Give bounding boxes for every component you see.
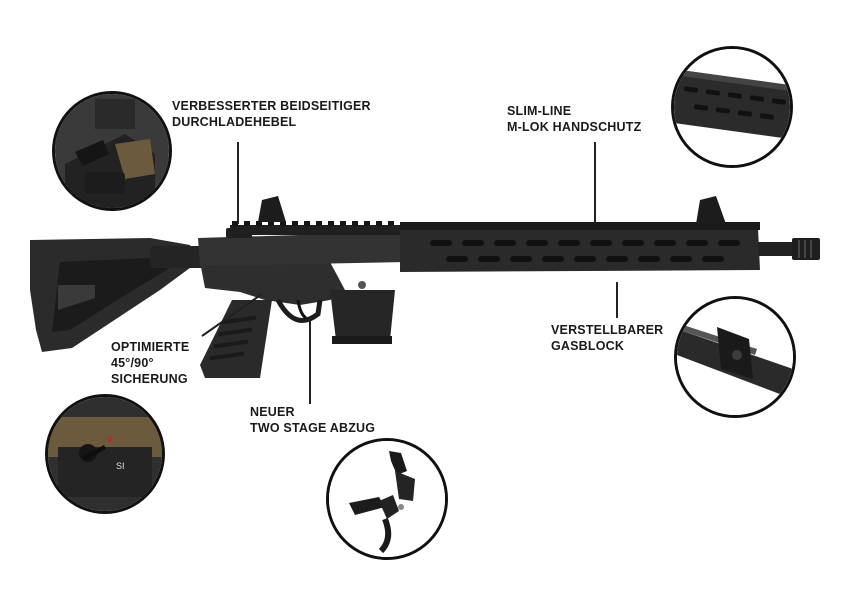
safety-selector-detail-icon: SI	[48, 397, 162, 511]
charging-handle-detail-icon	[55, 94, 169, 208]
buffer-tube	[150, 246, 210, 268]
svg-text:SI: SI	[116, 461, 125, 471]
trigger-group-detail-icon	[329, 441, 445, 557]
safety-label-line2: 45°/90°	[111, 356, 154, 370]
gas-block-label-line2: GASBLOCK	[551, 339, 625, 353]
trigger-label-line1: NEUER	[250, 405, 295, 419]
charging-handle-label-line1: VERBESSERTER BEIDSEITIGER	[172, 99, 371, 113]
safety-label-line3: SICHERUNG	[111, 372, 188, 386]
handguard-leader-line	[594, 142, 596, 224]
safety-detail-circle: SI	[45, 394, 165, 514]
safety-label-line1: OPTIMIERTE	[111, 340, 190, 354]
charging-handle-label: VERBESSERTER BEIDSEITIGER DURCHLADEHEBEL	[172, 98, 371, 130]
handguard-detail-circle	[671, 46, 793, 168]
upper-receiver	[198, 232, 408, 266]
handguard-label-line1: SLIM-LINE	[507, 104, 572, 118]
gas-block-label: VERSTELLBARER GASBLOCK	[551, 322, 663, 354]
mlok-rail-detail-icon	[674, 49, 790, 165]
gas-block-detail-circle	[674, 296, 796, 418]
trigger-leader-line	[309, 318, 311, 404]
rear-sight	[258, 196, 286, 222]
trigger-label: NEUER TWO STAGE ABZUG	[250, 404, 375, 436]
gas-block-label-line1: VERSTELLBARER	[551, 323, 664, 337]
charging-handle	[226, 228, 252, 238]
gas-block-detail-icon	[677, 299, 793, 415]
trigger-guard	[275, 298, 323, 323]
gas-block-leader-line	[616, 282, 618, 318]
charging-handle-label-line2: DURCHLADEHEBEL	[172, 115, 297, 129]
trigger-detail-circle	[326, 438, 448, 560]
magazine	[330, 290, 395, 340]
barrel	[758, 242, 798, 256]
front-sight	[696, 196, 726, 224]
safety-label: OPTIMIERTE 45°/90° SICHERUNG	[111, 339, 189, 387]
trigger-label-line2: TWO STAGE ABZUG	[250, 421, 376, 435]
lower-receiver	[200, 262, 345, 305]
safety-leader-line	[201, 293, 263, 337]
charging-handle-detail-circle	[52, 91, 172, 211]
handguard-label: SLIM-LINE M-LOK HANDSCHUTZ	[507, 103, 641, 135]
handguard-label-line2: M-LOK HANDSCHUTZ	[507, 120, 642, 134]
charging-handle-leader-line	[237, 142, 239, 224]
